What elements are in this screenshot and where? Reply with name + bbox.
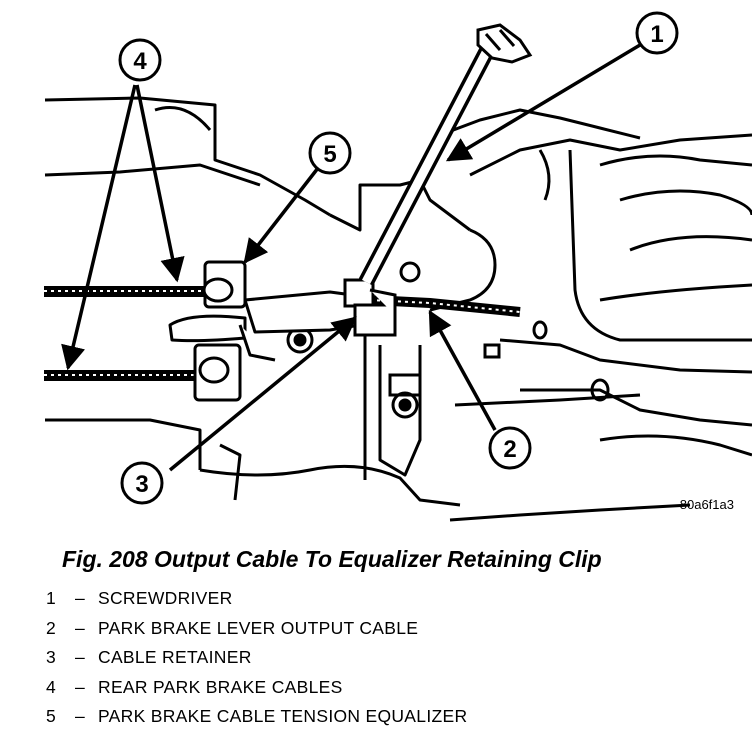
vehicle-frame-outline	[44, 96, 752, 522]
legend-item: 5–PARK BRAKE CABLE TENSION EQUALIZER	[46, 706, 467, 736]
callout-leaders	[61, 43, 641, 472]
legend-number: 5	[46, 706, 57, 726]
figure-caption: Fig. 208 Output Cable To Equalizer Retai…	[62, 546, 602, 572]
legend-dash: –	[74, 617, 86, 638]
legend-number: 4	[46, 676, 57, 697]
legend-text: PARK BRAKE CABLE TENSION EQUALIZER	[98, 706, 468, 726]
callout-2: 2	[488, 426, 532, 470]
svg-text:3: 3	[135, 471, 148, 498]
legend-text: REAR PARK BRAKE CABLES	[98, 676, 343, 697]
legend-dash: –	[74, 676, 86, 697]
callout-4: 4	[118, 38, 162, 82]
legend-text: SCREWDRIVER	[98, 588, 233, 608]
screwdriver	[358, 23, 533, 286]
technical-illustration: 1 2 3 4 5	[44, 11, 752, 522]
callout-5: 5	[308, 131, 352, 175]
legend-number: 2	[46, 617, 57, 638]
diagram-code: 80a6f1a3	[679, 497, 734, 512]
fastener-details	[286, 261, 610, 419]
cable-retainer-clip	[343, 278, 397, 337]
svg-text:2: 2	[503, 436, 516, 463]
legend-number: 1	[46, 588, 57, 608]
legend-item: 4–REAR PARK BRAKE CABLES	[46, 677, 467, 707]
legend: 1–SCREWDRIVER 2–PARK BRAKE LEVER OUTPUT …	[46, 588, 467, 736]
legend-number: 3	[46, 647, 57, 667]
leader-4a	[135, 84, 185, 283]
callout-3: 3	[120, 461, 164, 505]
leader-2	[428, 309, 497, 431]
leader-1	[445, 43, 641, 162]
leader-5	[243, 166, 320, 264]
legend-dash: –	[74, 647, 86, 667]
legend-text: CABLE RETAINER	[98, 647, 252, 667]
svg-text:1: 1	[650, 21, 663, 48]
legend-dash: –	[74, 706, 86, 726]
legend-item: 3–CABLE RETAINER	[46, 647, 467, 677]
callout-1: 1	[635, 11, 679, 55]
legend-item: 2–PARK BRAKE LEVER OUTPUT CABLE	[46, 618, 467, 648]
svg-text:5: 5	[323, 141, 336, 168]
leader-3	[168, 316, 357, 472]
legend-dash: –	[74, 588, 86, 608]
legend-item: 1–SCREWDRIVER	[46, 588, 467, 618]
leader-4b	[61, 84, 137, 371]
rear-park-brake-cables	[44, 286, 214, 381]
legend-text: PARK BRAKE LEVER OUTPUT CABLE	[98, 617, 419, 638]
cable-end-brackets	[193, 260, 247, 402]
svg-text:4: 4	[133, 48, 147, 75]
